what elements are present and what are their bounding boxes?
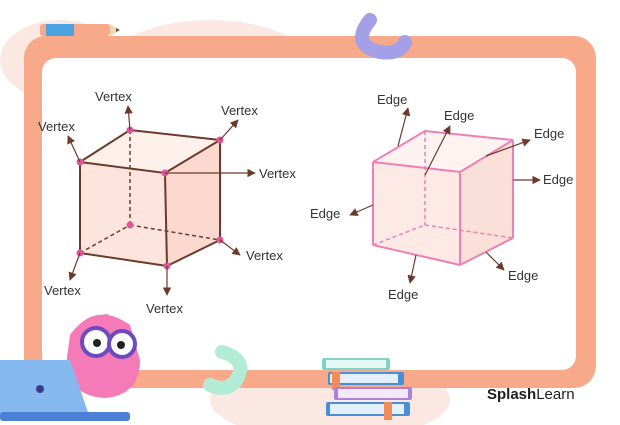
vertex-pointer-arrow (124, 105, 133, 131)
hidden-edge (372, 224, 426, 246)
monster-mascot-icon (66, 314, 140, 398)
vertex-pointer-arrow (219, 239, 241, 256)
edge-label: Edge (444, 108, 474, 123)
vertex-label: Vertex (38, 119, 75, 134)
edge-label: Edge (310, 206, 340, 221)
visible-edge (372, 129, 514, 163)
edge-pointer-arrow (397, 107, 411, 147)
brand-logo: SplashLearn (487, 386, 575, 403)
vertex-label: Vertex (246, 248, 283, 263)
vertex-label: Vertex (259, 166, 296, 181)
visible-edge (372, 244, 461, 266)
vertex-label: Vertex (95, 89, 132, 104)
cube-right-face (460, 140, 513, 265)
visible-edge (166, 239, 221, 267)
visible-edge (459, 237, 514, 266)
cube-right-face (165, 140, 220, 266)
laptop-icon (0, 360, 130, 421)
mint-arc-decoration (203, 345, 248, 395)
visible-edge (164, 172, 168, 267)
hidden-edge (129, 224, 221, 241)
purple-arc-decoration (355, 13, 412, 60)
edge-pointer-arrow (407, 254, 417, 284)
vertex-pointer-arrow (67, 135, 81, 163)
visible-edge (79, 252, 168, 267)
edge-label: Edge (534, 126, 564, 141)
edge-pointer-arrow (485, 251, 505, 271)
cube-front-face (80, 162, 167, 266)
edge-label: Edge (377, 92, 407, 107)
vertex-label: Vertex (44, 283, 81, 298)
vertex-pointer-arrow (219, 119, 239, 141)
hidden-edge (79, 224, 131, 254)
edge-label: Edge (388, 287, 418, 302)
cube-front-face (373, 162, 460, 265)
vertex-dot (126, 221, 134, 229)
edge-pointer-arrow (485, 138, 531, 157)
edge-pointer-arrow (424, 125, 451, 176)
book-stack-icon (322, 358, 412, 420)
pencil-icon (40, 24, 120, 36)
edge-pointer-arrow (349, 204, 374, 216)
edge-label: Edge (543, 172, 573, 187)
edge-label: Edge (508, 268, 538, 283)
vertex-label: Vertex (146, 301, 183, 316)
hidden-edge (424, 224, 514, 239)
edge-cube: Edge Edge Edge Edge Edge Edge Edge (310, 92, 573, 302)
vertex-label: Vertex (221, 103, 258, 118)
vertex-cube: Vertex Vertex Vertex Vertex Vertex Verte… (38, 89, 296, 316)
vertex-pointer-arrow (68, 252, 81, 281)
